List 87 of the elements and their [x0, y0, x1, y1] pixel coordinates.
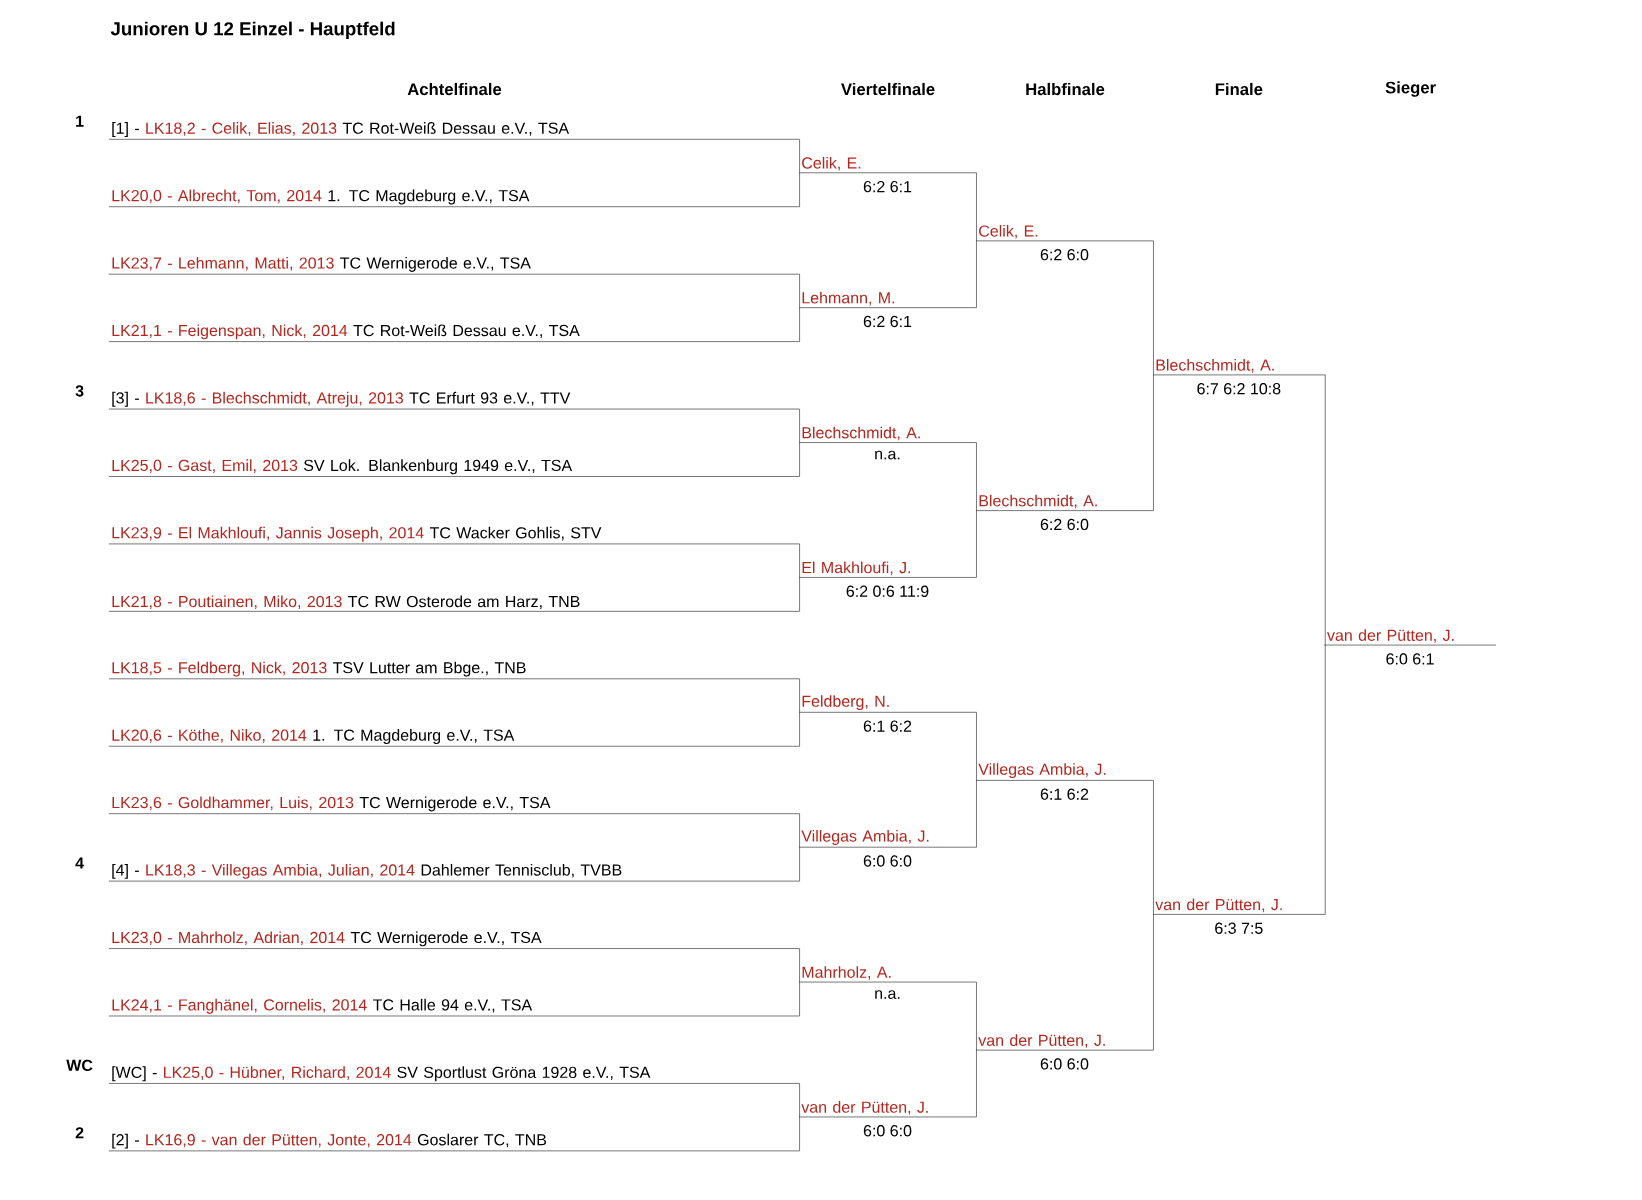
bracket-line: [975, 711, 977, 781]
bracket-slot: Blechschmidt, A.: [798, 426, 977, 443]
match-score: 6:0 6:0: [1040, 1058, 1089, 1070]
bracket-slot: van der Pütten, J.: [975, 1034, 1154, 1051]
bracket-slot: LK21,1 - Feigenspan, Nick, 2014 TC Rot-Weiß Dessau e.V., TSA: [108, 324, 800, 342]
bracket-line: [798, 577, 800, 612]
bracket-slot: LK21,8 - Poutiainen, Miko, 2013 TC RW Osterode am Harz, TNB: [108, 595, 800, 612]
bracket-slot: van der Pütten, J.: [1152, 898, 1326, 915]
bracket-slot: Mahrholz, A.: [798, 966, 977, 983]
match-score: 6:2 6:0: [1040, 249, 1089, 261]
match-score: 6:1 6:2: [863, 720, 912, 732]
bracket-slot: Lehmann, M.: [798, 291, 977, 309]
match-score: 6:2 6:1: [863, 180, 912, 193]
match-score: 6:3 7:5: [1215, 922, 1263, 934]
bracket-line: [798, 138, 800, 174]
bracket-line: [798, 543, 800, 578]
bracket-line: [798, 813, 800, 848]
bracket-slot: Blechschmidt, A.: [1152, 358, 1326, 376]
match-score: 6:7 6:2 10:8: [1197, 383, 1281, 395]
bracket-line: [798, 1116, 800, 1152]
match-score: 6:0 6:0: [863, 855, 912, 867]
bracket-line: [798, 442, 800, 477]
bracket-slot: Feldberg, N.: [798, 695, 977, 713]
bracket-line: [975, 779, 977, 848]
bracket-slot: [2] - LK16,9 - van der Pütten, Jonte, 2014 Goslarer TC, TNB: [108, 1133, 800, 1152]
bracket-slot: van der Pütten, J.: [1324, 629, 1497, 646]
bracket-line: [975, 172, 977, 242]
bracket-line: [798, 711, 800, 747]
bracket-line: [798, 273, 800, 309]
bracket-slot: LK20,0 - Albrecht, Tom, 2014 1. TC Magdeburg e.V., TSA: [108, 189, 800, 208]
bracket-slot: Villegas Ambia, J.: [798, 830, 977, 848]
bracket-line: [798, 408, 800, 443]
round-heading: Sieger: [1385, 81, 1436, 97]
bracket-slot: LK18,5 - Feldberg, Nick, 2013 TSV Lutter am Bbge., TNB: [108, 661, 800, 680]
bracket-slot: Villegas Ambia, J.: [975, 763, 1154, 781]
match-score: 6:2 6:1: [863, 315, 912, 328]
bracket-slot: LK25,0 - Gast, Emil, 2013 SV Lok. Blankenburg 1949 e.V., TSA: [108, 459, 800, 477]
bracket-line: [798, 307, 800, 342]
match-score: n.a.: [875, 990, 900, 999]
match-score: n.a.: [875, 450, 900, 460]
match-score: 6:1 6:2: [1040, 788, 1089, 800]
bracket-line: [975, 981, 977, 1051]
bracket-line: [798, 981, 800, 1017]
bracket-slot: [3] - LK18,6 - Blechschmidt, Atreju, 2013 TC Erfurt 93 e.V., TTV: [108, 391, 800, 410]
seed-number: 2: [75, 1127, 84, 1139]
bracket-slot: Blechschmidt, A.: [975, 494, 1154, 511]
round-heading: Achtelfinale: [407, 82, 502, 96]
round-heading: Halbfinale: [1026, 82, 1105, 96]
seed-number: 4: [75, 857, 84, 869]
bracket-line: [798, 1083, 800, 1118]
match-score: 6:0 6:1: [1386, 653, 1434, 665]
title: Junioren U 12 Einzel - Hauptfeld: [110, 21, 395, 40]
seed-number: 3: [75, 385, 84, 397]
bracket-line: [975, 1049, 977, 1118]
bracket-slot: Celik, E.: [975, 224, 1154, 242]
seed-number: WC: [66, 1059, 93, 1071]
bracket-line: [1152, 914, 1154, 1051]
bracket-line: [1152, 240, 1154, 376]
bracket-line: [975, 240, 977, 309]
seed-number: 1: [76, 115, 84, 127]
match-score: 6:2 6:0: [1040, 518, 1089, 531]
bracket-line: [1324, 644, 1326, 915]
bracket-slot: El Makhloufi, J.: [798, 561, 977, 578]
bracket-slot: LK20,6 - Köthe, Niko, 2014 1. TC Magdeburg e.V., TSA: [108, 729, 800, 747]
bracket-line: [1152, 779, 1154, 915]
bracket-line: [798, 948, 800, 983]
bracket-slot: [1] - LK18,2 - Celik, Elias, 2013 TC Rot-Weiß Dessau e.V., TSA: [108, 122, 800, 140]
bracket-line: [1152, 374, 1154, 511]
bracket-slot: Celik, E.: [798, 156, 977, 174]
bracket-line: [798, 678, 800, 713]
match-score: 6:2 0:6 11:9: [846, 585, 929, 597]
bracket-slot: [WC] - LK25,0 - Hübner, Richard, 2014 SV Sportlust Gröna 1928 e.V., TSA: [108, 1066, 800, 1084]
bracket-slot: LK23,7 - Lehmann, Matti, 2013 TC Wernigerode e.V., TSA: [108, 256, 800, 275]
bracket-slot: LK23,9 - El Makhloufi, Jannis Joseph, 2014 TC Wacker Gohlis, STV: [108, 526, 800, 545]
bracket-slot: van der Pütten, J.: [798, 1101, 977, 1118]
bracket-line: [798, 846, 800, 882]
match-score: 6:0 6:0: [863, 1125, 912, 1137]
bracket-slot: LK23,0 - Mahrholz, Adrian, 2014 TC Wernigerode e.V., TSA: [108, 931, 800, 949]
round-heading: Finale: [1215, 82, 1263, 96]
bracket-slot: [4] - LK18,3 - Villegas Ambia, Julian, 2014 Dahlemer Tennisclub, TVBB: [108, 863, 800, 882]
bracket-line: [975, 510, 977, 578]
bracket-line: [1324, 374, 1326, 646]
bracket-slot: LK23,6 - Goldhammer, Luis, 2013 TC Wernigerode e.V., TSA: [108, 796, 800, 815]
bracket-line: [975, 442, 977, 511]
bracket-slot: LK24,1 - Fanghänel, Cornelis, 2014 TC Halle 94 e.V., TSA: [108, 998, 800, 1017]
round-heading: Viertelfinale: [841, 82, 935, 96]
bracket-line: [798, 172, 800, 208]
